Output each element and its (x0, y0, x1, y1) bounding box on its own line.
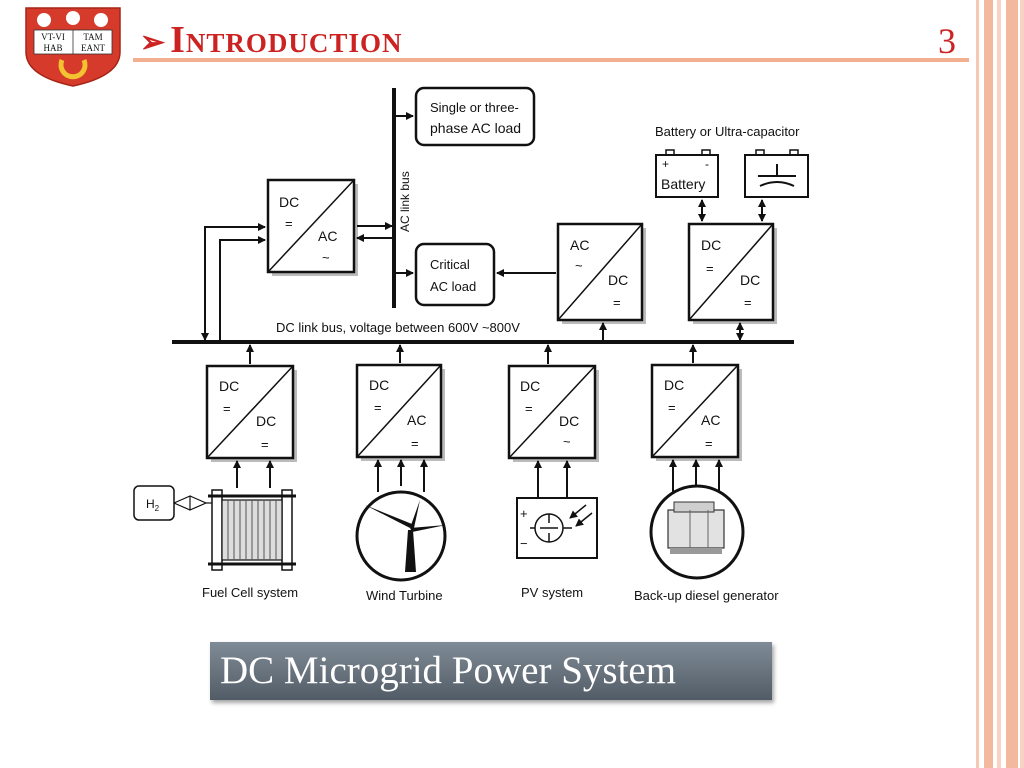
diesel-converter: DC = AC = (650, 363, 742, 461)
decor-stripe (997, 0, 1001, 768)
converter-label: DC (219, 378, 239, 394)
converter-label: DC (369, 377, 389, 393)
critical-load-converter: AC ~ DC = (556, 222, 646, 324)
converter-label: AC (318, 228, 337, 244)
converter-symbol: = (705, 436, 713, 451)
ac-bus-label: AC link bus (398, 171, 412, 232)
battery-plus: + (662, 157, 669, 171)
converter-symbol: = (223, 401, 231, 416)
connector (219, 236, 266, 340)
converter-label: AC (407, 412, 426, 428)
source-label-pv: PV system (521, 585, 583, 600)
converter-label: DC (520, 378, 540, 394)
bullet-arrow-icon: ➢ (140, 26, 167, 59)
battery-label: Battery (661, 176, 705, 192)
load-label: phase AC load (430, 120, 521, 136)
ultracapacitor-icon (744, 149, 809, 198)
decor-stripe (984, 0, 993, 768)
wind-turbine-icon (355, 490, 447, 582)
fuel-cell-stack-icon: H2 (133, 485, 296, 571)
logo: VT-VI TAM HAB EANT (25, 7, 121, 87)
decor-stripe (976, 0, 979, 768)
source-label-fuel-cell: Fuel Cell system (202, 585, 298, 600)
converter-label: DC (256, 413, 276, 429)
converter-symbol: = (411, 436, 419, 451)
page-number: 3 (938, 21, 956, 61)
converter-label: DC (279, 194, 299, 210)
converter-symbol: = (374, 400, 382, 415)
battery-minus: - (705, 157, 709, 171)
converter-symbol: = (285, 216, 293, 231)
converter-label: AC (701, 412, 720, 428)
logo-motto: HAB (43, 43, 62, 53)
source-label-diesel: Back-up diesel generator (634, 588, 779, 603)
converter-symbol: = (706, 261, 714, 276)
converter-symbol: = (261, 437, 269, 452)
converter-symbol: ~ (563, 434, 571, 449)
pv-minus: − (520, 536, 528, 551)
converter-label: DC (701, 237, 721, 253)
single-three-phase-load: Single or three- phase AC load (414, 86, 536, 147)
converter-label: DC (664, 377, 684, 393)
battery-icon: + - Battery (655, 149, 719, 198)
h2-label: H2 (146, 497, 160, 513)
pv-cell-icon: + − (516, 497, 598, 559)
converter-label: DC (740, 272, 760, 288)
dc-bus-label: DC link bus, voltage between 600V ~800V (276, 320, 520, 335)
critical-ac-load: Critical AC load (414, 242, 496, 307)
decor-stripe (1020, 0, 1024, 768)
load-label: Critical (430, 257, 470, 272)
diesel-generator-icon (649, 484, 745, 580)
slide-caption: DC Microgrid Power System (220, 649, 677, 692)
converter-symbol: ~ (322, 250, 330, 265)
converter-symbol: = (613, 295, 621, 310)
source-label-wind: Wind Turbine (366, 588, 443, 603)
converter-symbol: ~ (575, 258, 583, 273)
pv-converter: DC = DC ~ (507, 364, 599, 462)
converter-symbol: = (525, 401, 533, 416)
caption-box (210, 642, 772, 700)
slide-title-text: Introduction (170, 19, 403, 61)
storage-title: Battery or Ultra-capacitor (655, 124, 800, 139)
slide-title: ➢Introduction (140, 18, 402, 62)
connector (201, 223, 266, 341)
logo-motto: VT-VI (41, 32, 65, 42)
load-label: AC load (430, 279, 476, 294)
inverter-converter: DC = AC ~ (266, 178, 358, 276)
load-label: Single or three- (430, 100, 519, 115)
converter-label: AC (570, 237, 589, 253)
title-underline (133, 58, 969, 62)
wind-converter: DC = AC = (355, 363, 445, 461)
converter-label: DC (608, 272, 628, 288)
logo-motto: EANT (81, 43, 105, 53)
decor-stripe (1006, 0, 1018, 768)
pv-plus: + (520, 506, 528, 521)
fuel-cell-converter: DC = DC = (205, 364, 297, 462)
storage-converter: DC = DC = (687, 222, 777, 324)
converter-symbol: = (668, 400, 676, 415)
converter-label: DC (559, 413, 579, 429)
converter-symbol: = (744, 295, 752, 310)
logo-motto: TAM (83, 32, 102, 42)
